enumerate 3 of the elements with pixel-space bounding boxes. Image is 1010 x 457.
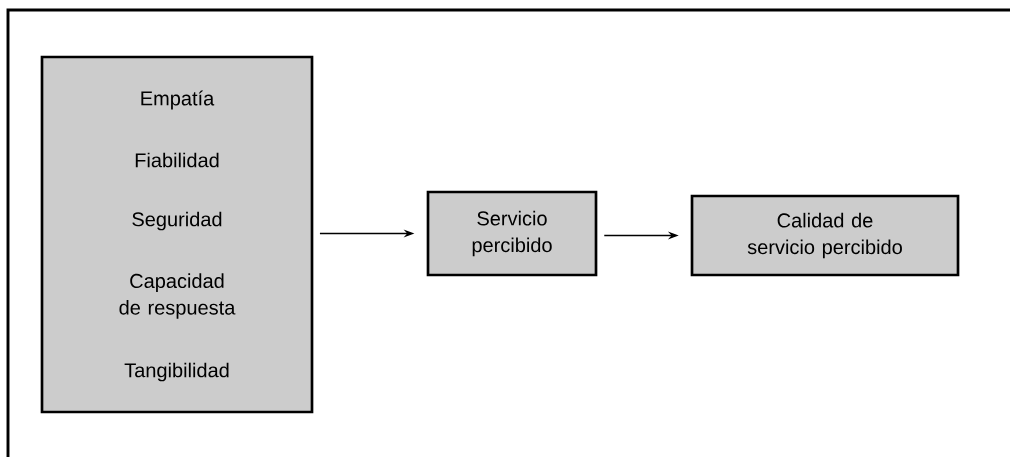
process-box: Calidad de servicio percibido — [690, 194, 960, 277]
process-box: Servicio percibido — [426, 190, 598, 277]
factor-box: Empatía Fiabilidad Seguridad Capacidad de respuesta Tangibilidad — [40, 55, 314, 414]
